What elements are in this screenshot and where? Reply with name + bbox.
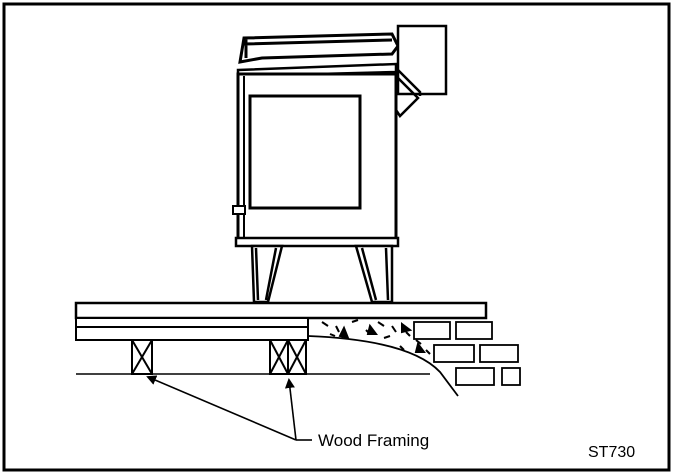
stove-leg-left	[250, 244, 284, 304]
wood-framing-callout	[146, 375, 312, 441]
door-hinge	[232, 205, 246, 215]
joist-middle	[269, 339, 289, 375]
hearth-pad	[74, 301, 488, 320]
rubble-marks	[321, 319, 431, 355]
stove-body	[236, 72, 398, 242]
stove-top-lid	[238, 32, 400, 64]
callout-arrow-right	[284, 378, 297, 441]
floor-board-lower	[75, 326, 309, 341]
joist-right	[287, 339, 307, 375]
cutaway-break-line	[307, 335, 459, 397]
callout-arrow-left	[146, 375, 297, 441]
floor-structure	[75, 317, 430, 375]
stove-door	[248, 94, 362, 210]
callout-label: Wood Framing	[318, 431, 429, 450]
wood-joists	[131, 339, 307, 375]
joist-left	[131, 339, 153, 375]
stove-base-band	[234, 236, 400, 248]
floor-board-upper	[75, 317, 309, 328]
figure-code: ST730	[588, 444, 635, 461]
flue-connector	[394, 69, 422, 118]
flue-outlet	[396, 24, 448, 96]
brick-wall	[413, 321, 521, 386]
wood-stove	[232, 24, 448, 304]
masonry-cutaway	[307, 319, 521, 397]
stove-leg-right	[354, 244, 394, 304]
